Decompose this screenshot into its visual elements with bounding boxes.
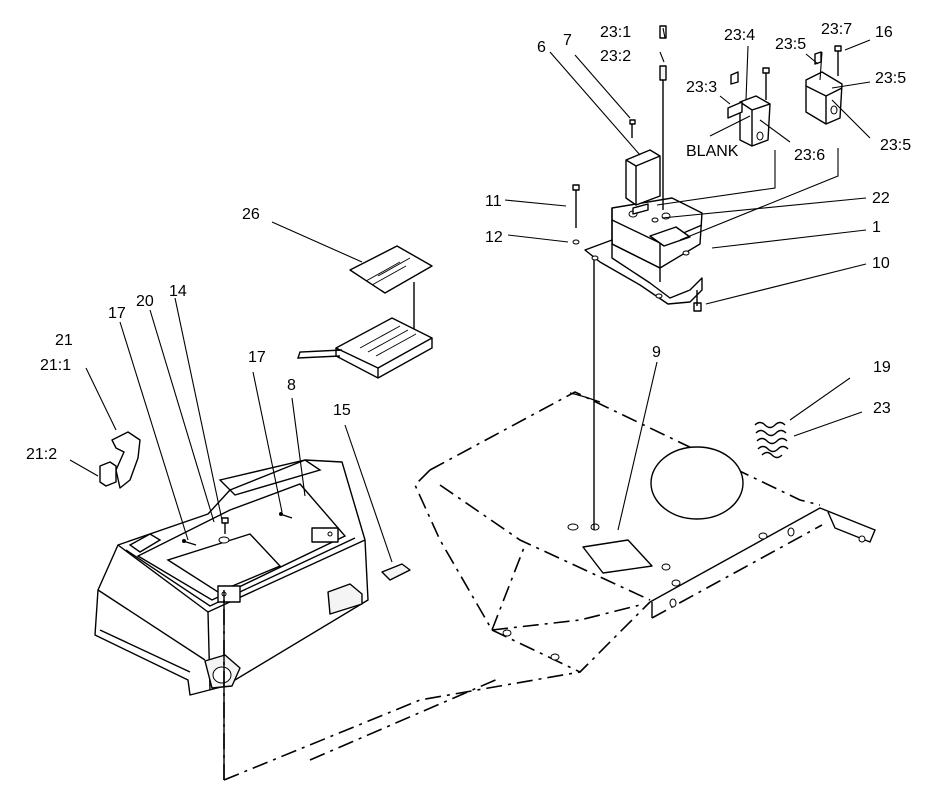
callout-26: 26 — [242, 206, 260, 223]
callout-23-6: 23:6 — [794, 147, 825, 164]
decal-9 — [582, 539, 653, 574]
callout-23-4: 23:4 — [724, 27, 755, 44]
callout-23-2: 23:2 — [600, 48, 631, 65]
callout-17b: 17 — [248, 349, 266, 366]
callout-labels: 23:1 23:2 6 7 23:4 23:3 BLANK 23:6 23:5 … — [26, 21, 911, 463]
callout-1: 1 — [872, 219, 881, 236]
console-body-part — [94, 459, 369, 780]
callout-23-1: 23:1 — [600, 24, 631, 41]
callout-22: 22 — [872, 190, 890, 207]
circuit-board-part — [297, 317, 433, 379]
screw-7 — [629, 119, 636, 138]
key-switch-part — [625, 149, 661, 206]
callout-23-5a: 23:5 — [775, 36, 806, 53]
callout-14: 14 — [169, 283, 187, 300]
callout-19: 19 — [873, 359, 891, 376]
bolt-11 — [572, 184, 580, 228]
callout-9: 9 — [652, 344, 661, 361]
screw-17a — [182, 539, 197, 546]
screw-14 — [218, 517, 230, 544]
spring-23-2 — [659, 65, 667, 210]
cover-opening — [650, 446, 744, 520]
callout-20: 20 — [136, 293, 154, 310]
callout-23-3: 23:3 — [686, 79, 717, 96]
callout-21: 21 — [55, 332, 73, 349]
leader-lines — [69, 27, 871, 563]
callout-23-5c: 23:5 — [880, 137, 911, 154]
switch-module-23-4 — [727, 67, 771, 147]
screw-17b — [279, 512, 293, 519]
washer-12 — [572, 239, 580, 245]
callout-8: 8 — [287, 377, 296, 394]
decal-26 — [349, 245, 433, 294]
callout-12: 12 — [485, 229, 503, 246]
callout-17a: 17 — [108, 305, 126, 322]
callout-7: 7 — [563, 32, 572, 49]
switch-module-23-7 — [805, 45, 843, 125]
cover-panel-part — [414, 391, 876, 673]
callout-15: 15 — [333, 402, 351, 419]
callout-21-2: 21:2 — [26, 446, 57, 463]
screw-23-1 — [659, 25, 667, 39]
spring-19 — [754, 421, 789, 459]
callout-21-1: 21:1 — [40, 357, 71, 374]
knob-15 — [381, 563, 411, 581]
callout-23-5b: 23:5 — [875, 70, 906, 87]
handle-21-1 — [111, 431, 141, 489]
callout-10: 10 — [872, 255, 890, 272]
handle-21-2 — [99, 461, 117, 487]
callout-23: 23 — [873, 400, 891, 417]
mounting-bracket-part — [584, 197, 703, 305]
callout-11: 11 — [485, 193, 502, 210]
callout-6: 6 — [537, 39, 546, 56]
callout-23-7: 23:7 — [821, 21, 852, 38]
callout-blank: BLANK — [686, 143, 739, 160]
callout-16: 16 — [875, 24, 893, 41]
